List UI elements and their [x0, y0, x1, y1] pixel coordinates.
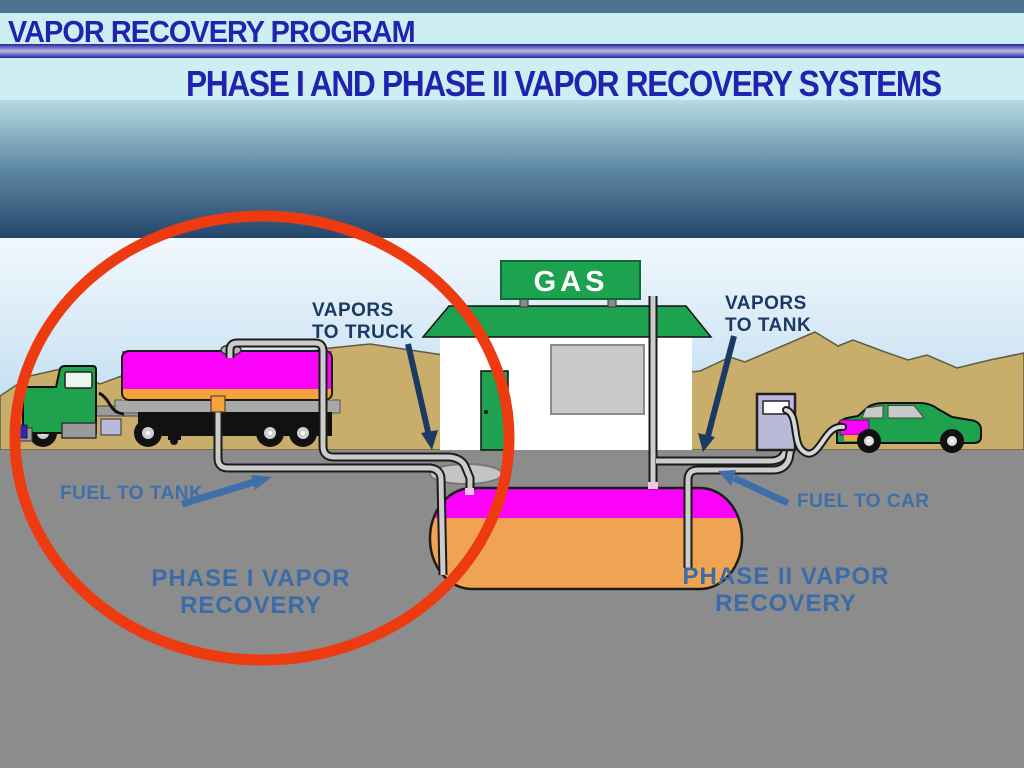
label-fuel-to-car: FUEL TO CAR [718, 470, 930, 512]
label-phase1: PHASE I VAPOR RECOVERY [151, 565, 350, 619]
fuel-pump [755, 392, 797, 452]
fuel-to-car-arrow [732, 474, 790, 507]
fuel-pipe-pump [683, 447, 796, 568]
upper-sky-band [0, 100, 1024, 238]
landing-gear [168, 412, 181, 440]
cab-hose [98, 391, 125, 416]
pipe-tip [648, 482, 658, 489]
vapor-pipe-pump [656, 444, 792, 466]
label-vapors-to-tank: VAPORS TO TANK [698, 293, 811, 452]
car-rear-window [887, 405, 926, 419]
phase1-highlight-circle [9, 210, 515, 666]
car-front-window [861, 404, 884, 419]
wheel [940, 429, 964, 453]
fuel-to-tank-arrowhead [251, 475, 272, 490]
title-divider [0, 44, 1024, 58]
vapors-to-truck-arrowhead [421, 430, 438, 450]
door-handle [484, 410, 488, 414]
fuel-to-car-arrowhead [718, 470, 736, 486]
gas-sign [500, 260, 641, 300]
cab-window [64, 371, 93, 389]
vapor-pipe-truck [225, 338, 475, 491]
vapors-to-tank-arrowhead [698, 433, 715, 452]
pipe-tip [465, 488, 474, 495]
building-roof [421, 305, 713, 338]
label-fuel-to-tank: FUEL TO TANK [60, 475, 272, 508]
tanker-orange-stripe [122, 389, 332, 400]
vapors-to-tank-arrow [705, 335, 737, 437]
program-title: VAPOR RECOVERY PROGRAM [8, 14, 416, 49]
vapors-to-truck-line2: TO TRUCK [312, 322, 414, 343]
gas-sign-text: GAS [534, 266, 609, 298]
fuel-pipe-truck [213, 402, 448, 576]
slide-subtitle: PHASE I AND PHASE II VAPOR RECOVERY SYST… [186, 63, 942, 104]
cab-toolbox [100, 418, 122, 436]
vapors-to-truck-arrow [405, 343, 432, 437]
wheel [134, 419, 162, 447]
landing-gear-foot [170, 437, 178, 445]
fuel-to-tank-text: FUEL TO TANK [60, 483, 203, 504]
car-fuel-port-stripe [844, 435, 867, 441]
fuel-to-tank-arrow [180, 478, 256, 508]
fuel-to-car-text: FUEL TO CAR [797, 491, 930, 512]
vapors-to-tank-line1: VAPORS [725, 293, 807, 314]
phase2-line2: RECOVERY [715, 590, 857, 617]
vapors-to-tank-line2: TO TANK [725, 315, 811, 336]
tank-outline [428, 486, 744, 591]
phase1-line2: RECOVERY [180, 592, 322, 619]
wheel [256, 419, 284, 447]
car-wheels [857, 429, 964, 453]
wheel [289, 419, 317, 447]
label-vapors-to-truck: VAPORS TO TRUCK [312, 300, 438, 450]
phase2-line1: PHASE II VAPOR [683, 563, 890, 590]
tanker-truck [15, 344, 341, 447]
pipes [213, 296, 796, 576]
phase1-line1: PHASE I VAPOR [151, 565, 350, 592]
fuel-hose [782, 406, 847, 458]
building-window [550, 344, 645, 415]
label-phase2: PHASE II VAPOR RECOVERY [683, 563, 890, 617]
tank-vapor-space [430, 488, 742, 518]
vapors-to-truck-line1: VAPORS [312, 300, 394, 321]
trailer-chassis [114, 399, 341, 414]
top-accent-bar [0, 0, 1024, 13]
car [836, 402, 982, 453]
wheel [857, 429, 881, 453]
cab-step [61, 422, 97, 439]
truck-fuel-valve [210, 395, 226, 413]
